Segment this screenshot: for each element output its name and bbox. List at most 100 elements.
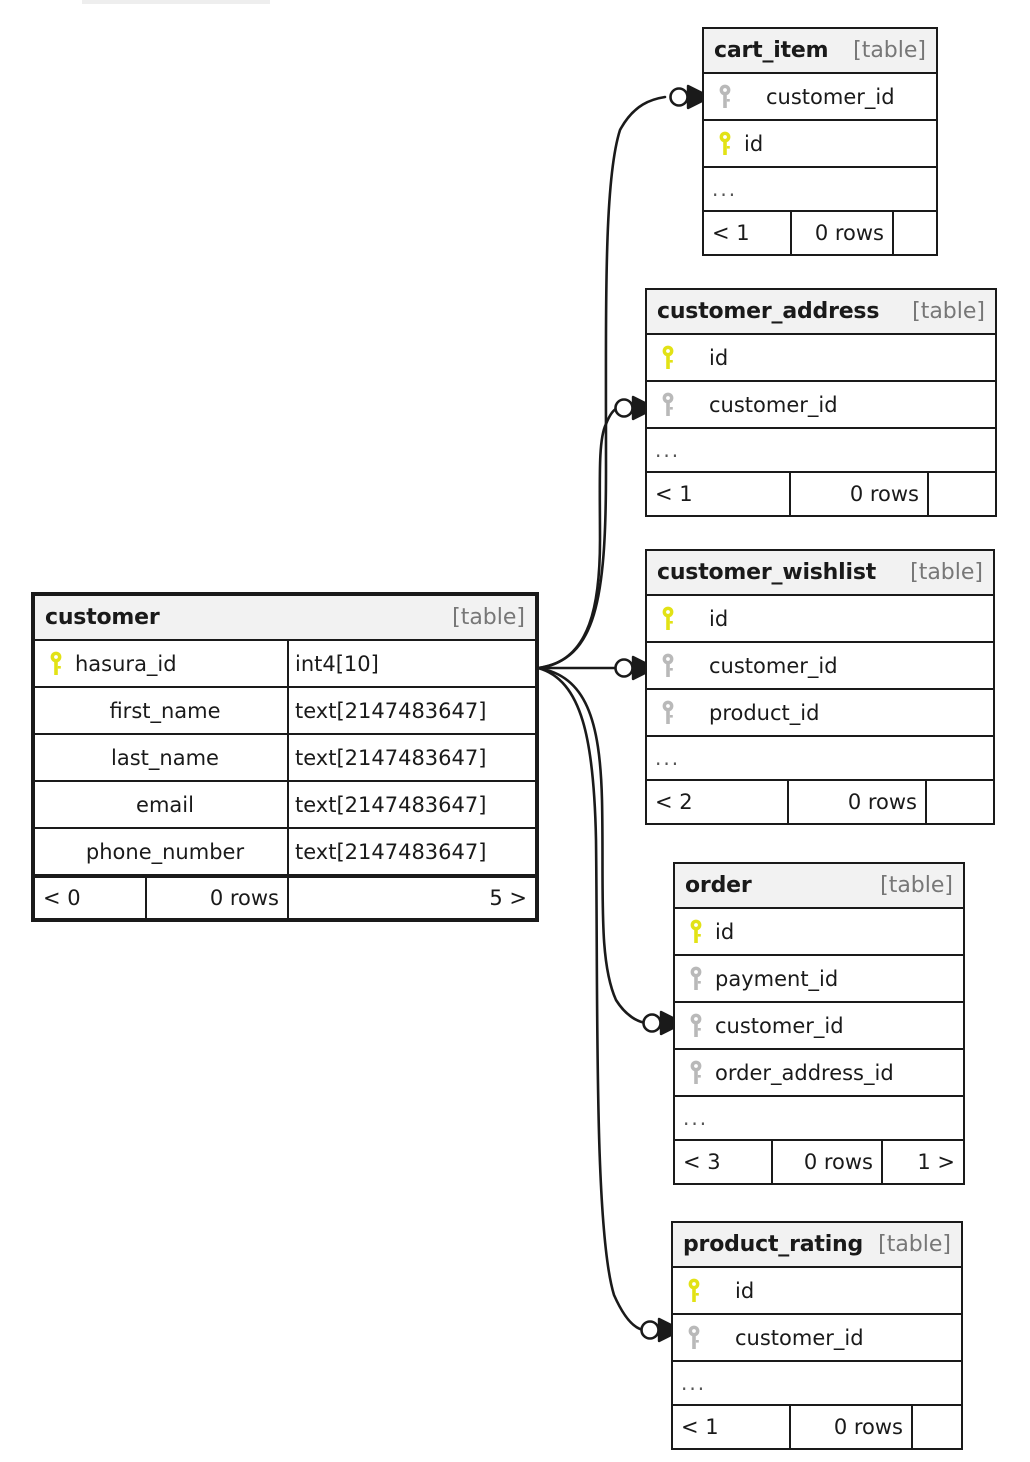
table-order[interactable]: order [table] id payment_id: [673, 862, 965, 1185]
footer-prev-page[interactable]: < 1: [681, 1415, 719, 1439]
more-columns-ellipsis[interactable]: ...: [675, 1097, 963, 1141]
foreign-key-icon: [681, 1325, 707, 1351]
column-type: text[2147483647]: [287, 688, 535, 733]
table-footer: < 1 0 rows: [673, 1406, 961, 1448]
column-name-cell: customer_id: [704, 74, 936, 119]
footer-next-page[interactable]: [925, 781, 993, 823]
column-type: text[2147483647]: [287, 829, 535, 874]
table-customer_wishlist[interactable]: customer_wishlist [table] id customer_id: [645, 549, 995, 825]
primary-key-icon: [712, 131, 738, 157]
column-name-cell: email: [35, 782, 287, 827]
table-header-customer_address: customer_address [table]: [647, 290, 995, 335]
column-name-cell: customer_id: [647, 382, 995, 427]
column-row[interactable]: phone_number text[2147483647]: [35, 829, 535, 876]
footer-next-page[interactable]: 5 >: [287, 878, 535, 918]
column-row[interactable]: id: [675, 909, 963, 956]
footer-prev-page[interactable]: < 3: [683, 1150, 721, 1174]
foreign-key-icon: [683, 966, 709, 992]
column-name: customer_id: [709, 392, 838, 417]
column-name: id: [715, 919, 735, 944]
foreign-key-icon: [655, 653, 681, 679]
column-row[interactable]: customer_id: [673, 1315, 961, 1362]
clipped-element-sliver: [82, 0, 270, 4]
column-row[interactable]: id: [647, 596, 993, 643]
column-name-cell: last_name: [35, 735, 287, 780]
edge-customer-customer_address: [536, 406, 620, 670]
footer-next-page[interactable]: [927, 473, 995, 515]
column-row[interactable]: hasura_id int4[10]: [35, 641, 535, 688]
table-title: order: [685, 873, 752, 898]
table-cart_item[interactable]: cart_item [table] customer_id id ... < 1…: [702, 27, 938, 256]
column-row[interactable]: email text[2147483647]: [35, 782, 535, 829]
column-row[interactable]: customer_id: [647, 643, 993, 690]
table-header-customer: customer [table]: [35, 596, 535, 641]
column-name: id: [709, 345, 729, 370]
column-row[interactable]: payment_id: [675, 956, 963, 1003]
footer-row-count: 0 rows: [790, 212, 892, 254]
foreign-key-icon: [712, 84, 738, 110]
column-row[interactable]: id: [673, 1268, 961, 1315]
column-name-cell: hasura_id: [35, 641, 287, 686]
table-product_rating[interactable]: product_rating [table] id customer_id ..…: [671, 1221, 963, 1450]
column-name: customer_id: [715, 1013, 844, 1038]
column-type: int4[10]: [287, 641, 535, 686]
column-row[interactable]: order_address_id: [675, 1050, 963, 1097]
primary-key-icon: [655, 606, 681, 632]
footer-prev-page[interactable]: < 2: [655, 790, 693, 814]
column-name-cell: phone_number: [35, 829, 287, 874]
foreign-key-icon: [655, 392, 681, 418]
table-footer: < 2 0 rows: [647, 781, 993, 823]
column-type: text[2147483647]: [287, 735, 535, 780]
column-name: customer_id: [766, 84, 895, 109]
foreign-key-icon: [683, 1060, 709, 1086]
column-name-cell: id: [675, 909, 963, 954]
column-row[interactable]: customer_id: [675, 1003, 963, 1050]
table-header-customer_wishlist: customer_wishlist [table]: [647, 551, 993, 596]
footer-prev-page[interactable]: < 1: [712, 221, 750, 245]
footer-next-page[interactable]: [892, 212, 936, 254]
column-row[interactable]: last_name text[2147483647]: [35, 735, 535, 782]
column-name: hasura_id: [75, 651, 177, 676]
column-name: payment_id: [715, 966, 839, 991]
footer-prev-page[interactable]: < 0: [43, 886, 81, 910]
table-kind-label: [table]: [878, 1232, 951, 1257]
table-customer_address[interactable]: customer_address [table] id customer_id …: [645, 288, 997, 517]
footer-row-count: 0 rows: [771, 1141, 881, 1183]
footer-prev-page[interactable]: < 1: [655, 482, 693, 506]
table-kind-label: [table]: [880, 873, 953, 898]
column-row[interactable]: customer_id: [647, 382, 995, 429]
footer-row-count: 0 rows: [145, 878, 287, 918]
table-header-cart_item: cart_item [table]: [704, 29, 936, 74]
table-footer: < 0 0 rows 5 >: [35, 876, 535, 918]
column-name: last_name: [111, 745, 219, 770]
column-name: product_id: [709, 700, 820, 725]
footer-next-page[interactable]: [911, 1406, 961, 1448]
column-row[interactable]: id: [647, 335, 995, 382]
column-name: first_name: [109, 698, 221, 723]
table-kind-label: [table]: [452, 605, 525, 630]
column-name: id: [735, 1278, 755, 1303]
column-name-cell: customer_id: [647, 643, 993, 688]
column-name-cell: order_address_id: [675, 1050, 963, 1095]
column-name-cell: id: [704, 121, 936, 166]
column-row[interactable]: product_id: [647, 690, 993, 737]
table-footer: < 1 0 rows: [647, 473, 995, 515]
column-name-cell: payment_id: [675, 956, 963, 1001]
primary-key-icon: [43, 651, 69, 677]
table-title: customer: [45, 605, 160, 630]
column-row[interactable]: id: [704, 121, 936, 168]
more-columns-ellipsis[interactable]: ...: [673, 1362, 961, 1406]
more-columns-ellipsis[interactable]: ...: [647, 429, 995, 473]
table-customer[interactable]: customer [table] hasura_id int4[10] firs…: [31, 592, 539, 922]
more-columns-ellipsis[interactable]: ...: [704, 168, 936, 212]
column-name: id: [709, 606, 729, 631]
column-row[interactable]: customer_id: [704, 74, 936, 121]
column-name-cell: id: [673, 1268, 961, 1313]
column-name: email: [136, 792, 194, 817]
footer-next-page[interactable]: 1 >: [881, 1141, 963, 1183]
column-row[interactable]: first_name text[2147483647]: [35, 688, 535, 735]
table-header-product_rating: product_rating [table]: [673, 1223, 961, 1268]
more-columns-ellipsis[interactable]: ...: [647, 737, 993, 781]
primary-key-icon: [683, 919, 709, 945]
